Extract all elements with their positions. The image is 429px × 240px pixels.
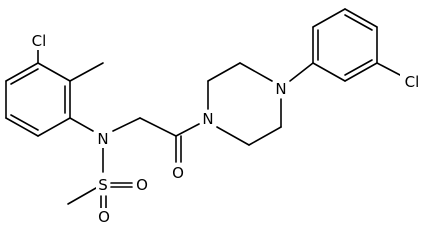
bond <box>239 62 273 82</box>
atom-label-cl: Cl <box>405 73 420 91</box>
atom-label-n: N <box>202 110 213 128</box>
atom-labels: Cl N S O O O N N <box>27 32 424 226</box>
atom-n-piperazine-right: N <box>273 80 289 98</box>
atom-o-carbonyl: O <box>170 164 186 182</box>
atom-cl-left: Cl <box>27 32 51 50</box>
bond <box>5 62 39 82</box>
label-background <box>200 110 216 128</box>
bond <box>344 14 373 31</box>
atom-label-o: O <box>136 176 148 194</box>
bond <box>112 117 141 132</box>
bond <box>10 68 39 85</box>
atom-label-s: S <box>98 176 108 194</box>
bond <box>289 62 314 82</box>
label-background <box>27 32 51 50</box>
atom-label-n: N <box>97 130 108 148</box>
atom-n-piperazine-left: N <box>200 110 216 128</box>
atom-cl-right: Cl <box>400 73 424 91</box>
bond <box>312 62 346 82</box>
bond <box>344 8 378 28</box>
label-background <box>400 73 424 91</box>
label-background <box>96 176 110 194</box>
atom-s: S <box>96 176 110 194</box>
label-background <box>96 208 112 226</box>
bond <box>69 62 104 82</box>
bond <box>139 117 177 137</box>
bond <box>344 59 373 76</box>
atom-o-lower: O <box>96 208 112 226</box>
bond <box>207 62 241 82</box>
bond <box>312 8 346 28</box>
bond <box>67 187 97 205</box>
label-background <box>170 164 186 182</box>
atom-label-n: N <box>275 80 286 98</box>
atom-o-upper: O <box>134 176 150 194</box>
bond <box>5 117 39 137</box>
bond <box>10 114 39 131</box>
bond <box>376 62 401 76</box>
bond <box>216 126 250 146</box>
atom-label-o: O <box>98 208 110 226</box>
bond <box>248 126 282 146</box>
label-background <box>134 176 150 194</box>
label-background <box>95 130 111 148</box>
chemical-structure: Cl N S O O O N N <box>5 8 424 226</box>
bond <box>175 123 200 137</box>
bonds <box>5 8 401 209</box>
bond <box>37 117 71 137</box>
bond <box>69 117 94 132</box>
label-background <box>273 80 289 98</box>
atom-n-sulfonamide: N <box>95 130 111 148</box>
bond <box>37 62 71 82</box>
atom-label-cl: Cl <box>32 32 47 50</box>
atom-label-o: O <box>172 164 184 182</box>
bond <box>344 62 378 82</box>
